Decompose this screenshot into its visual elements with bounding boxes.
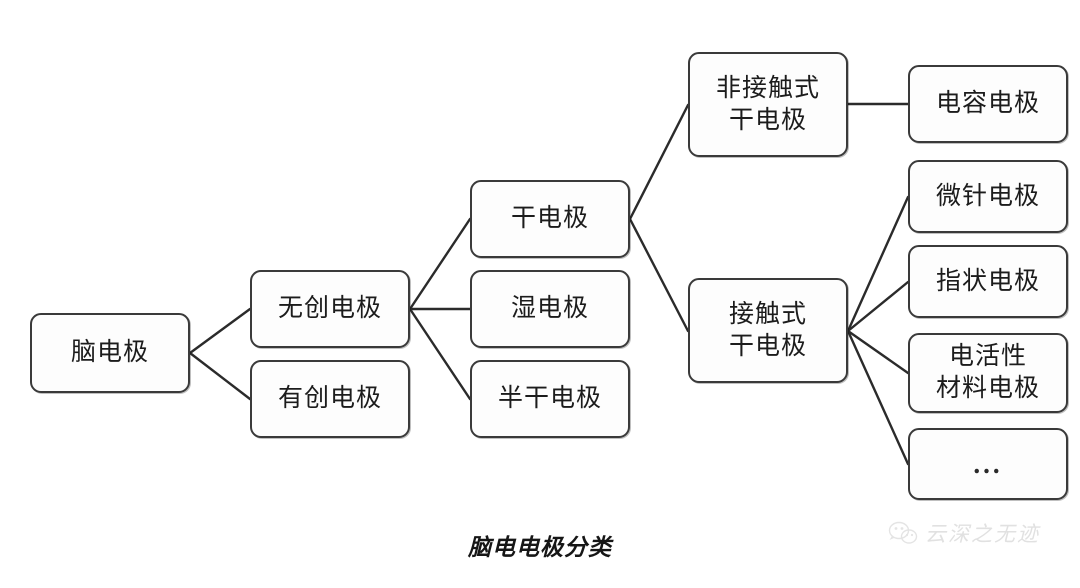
watermark-text: 云深之无迹 bbox=[925, 522, 1040, 546]
edge-contact-to-microneedle bbox=[846, 195, 910, 333]
node-noncontact[interactable]: 非接触式 干电极 bbox=[688, 52, 848, 157]
node-contact[interactable]: 接触式 干电极 bbox=[688, 278, 848, 383]
edge-dry-to-noncontact bbox=[628, 103, 690, 221]
edge-dry-to-contact bbox=[628, 217, 690, 333]
node-electroactive[interactable]: 电活性 材料电极 bbox=[908, 333, 1068, 413]
edge-noninvasive-to-dry bbox=[408, 217, 472, 311]
node-noninvasive[interactable]: 无创电极 bbox=[250, 270, 410, 348]
node-microneedle[interactable]: 微针电极 bbox=[908, 160, 1068, 233]
edge-root-to-invasive bbox=[188, 351, 252, 401]
edge-contact-to-finger bbox=[846, 280, 910, 333]
node-wet[interactable]: 湿电极 bbox=[470, 270, 630, 348]
edge-root-to-noninvasive bbox=[188, 307, 252, 355]
node-dry[interactable]: 干电极 bbox=[470, 180, 630, 258]
node-invasive[interactable]: 有创电极 bbox=[250, 360, 410, 438]
node-finger[interactable]: 指状电极 bbox=[908, 245, 1068, 318]
node-more[interactable]: ... bbox=[908, 428, 1068, 500]
wechat-icon bbox=[888, 520, 918, 546]
edge-contact-to-more bbox=[846, 329, 910, 466]
node-root[interactable]: 脑电极 bbox=[30, 313, 190, 393]
node-capacitive[interactable]: 电容电极 bbox=[908, 65, 1068, 143]
edge-noninvasive-to-semidry bbox=[408, 307, 472, 401]
edge-contact-to-electroactive bbox=[846, 329, 910, 375]
watermark: 云深之无迹 bbox=[888, 518, 1040, 548]
figure-caption: 脑电电极分类 bbox=[468, 535, 612, 560]
node-semidry[interactable]: 半干电极 bbox=[470, 360, 630, 438]
